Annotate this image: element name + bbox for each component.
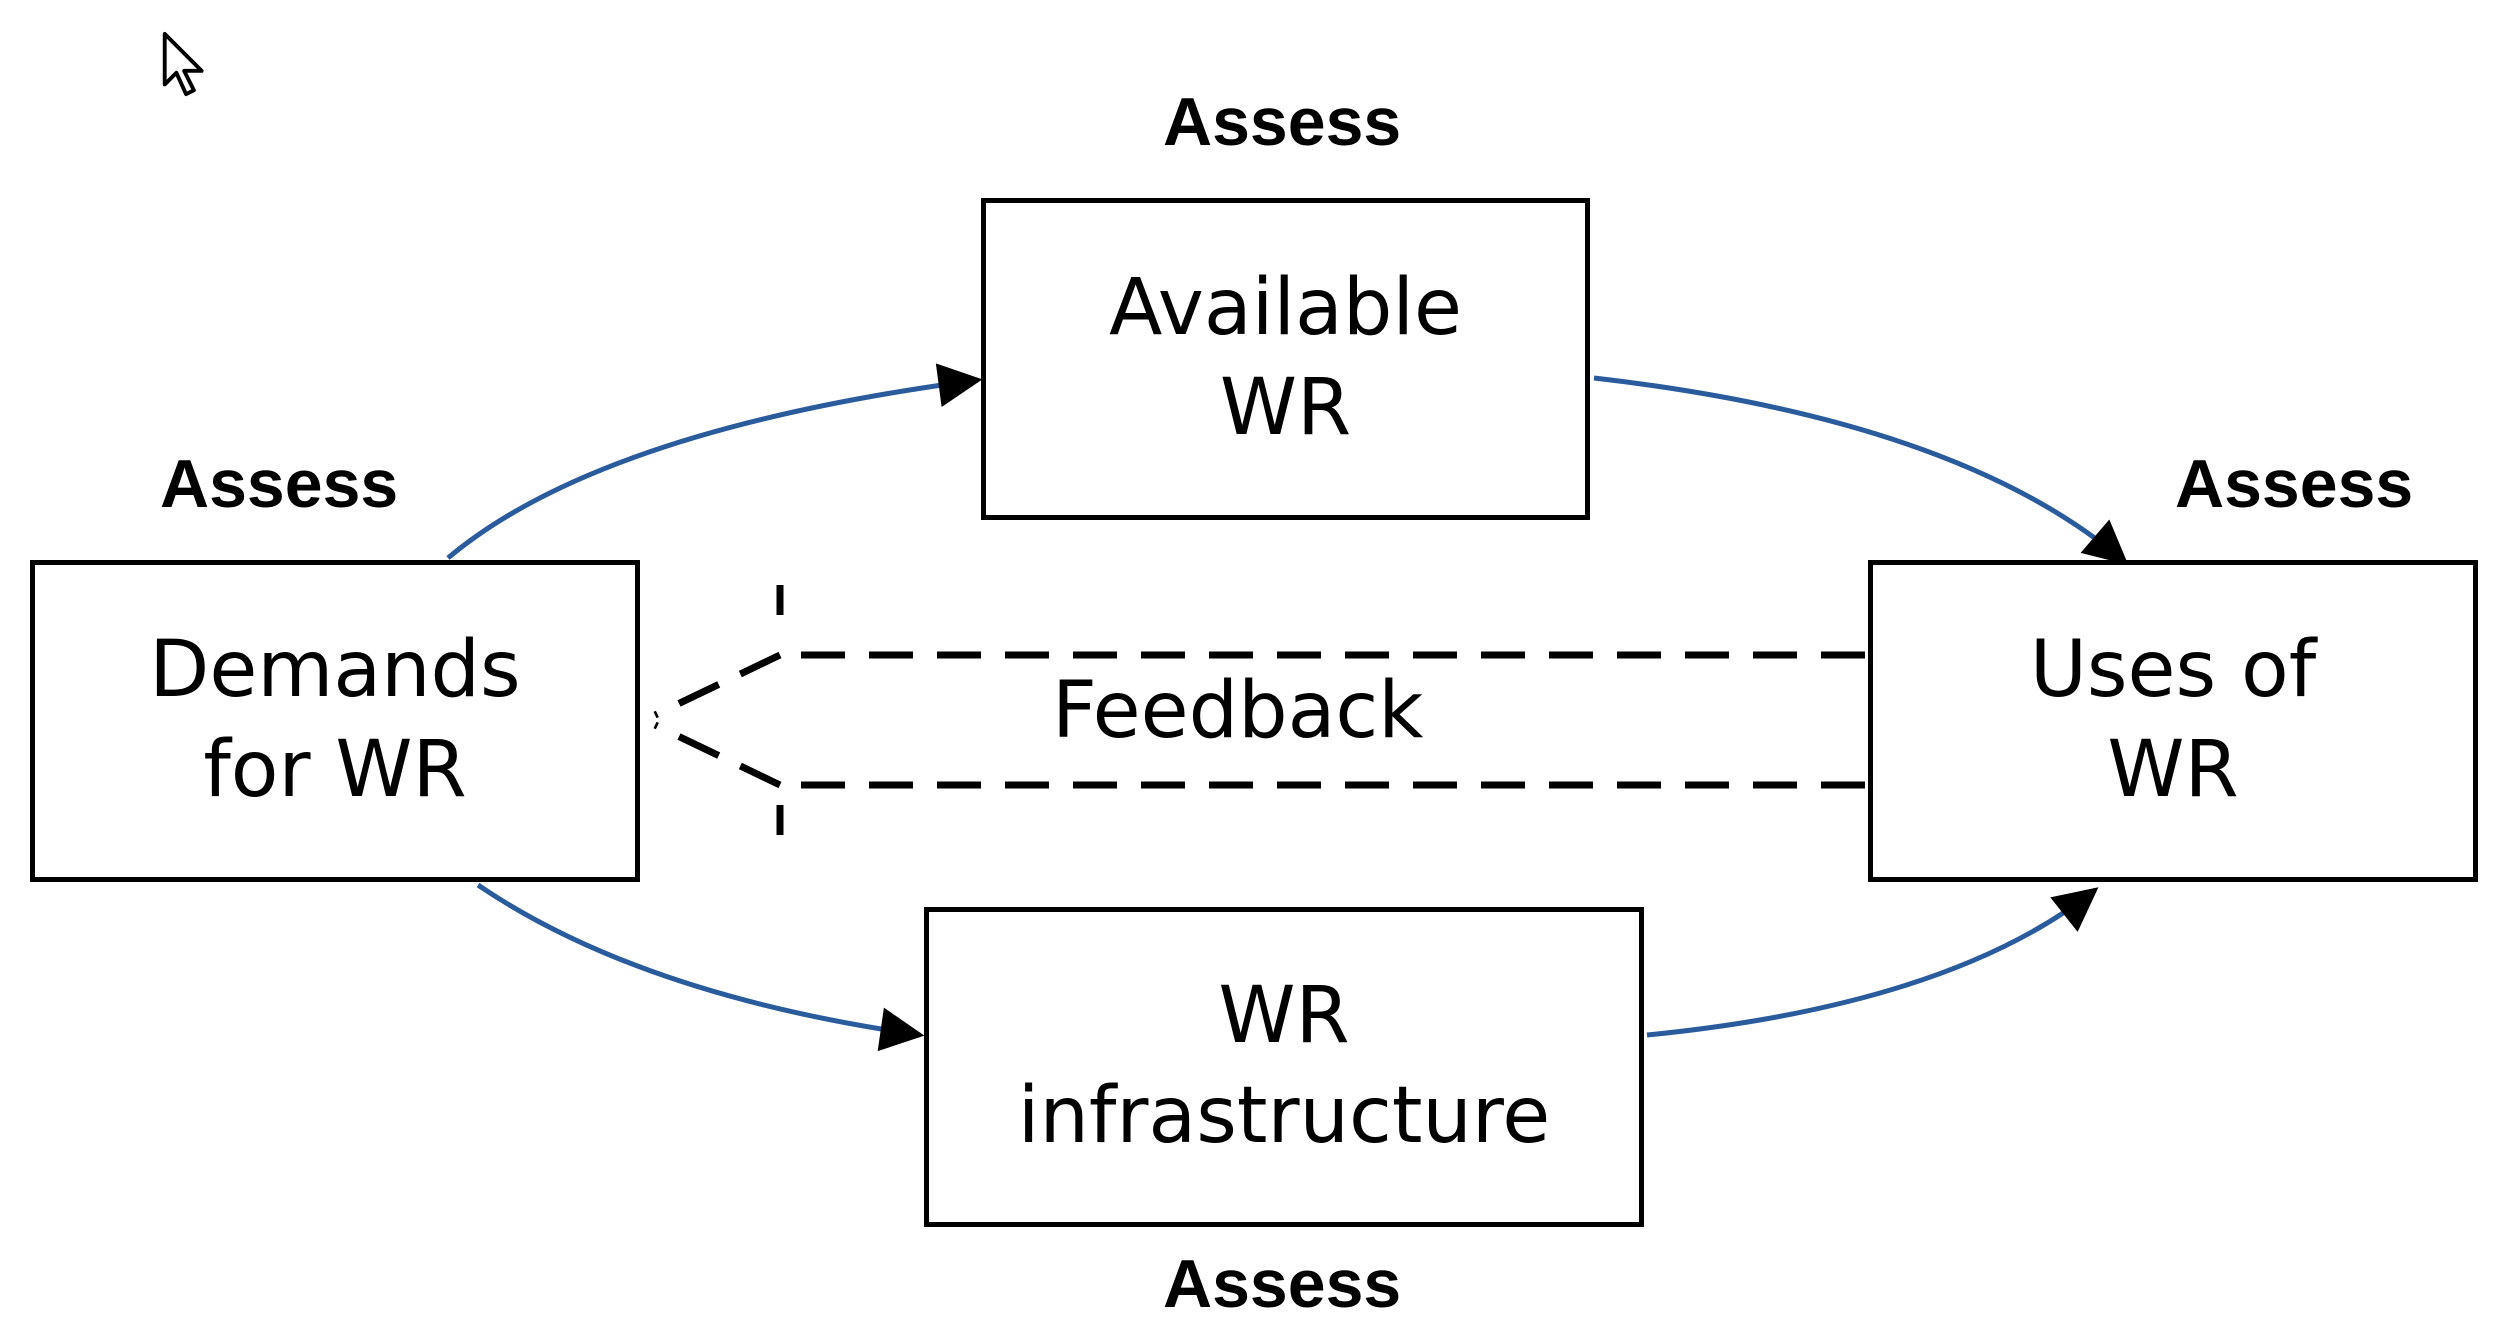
- wr-infrastructure-box: WR infrastructure: [924, 907, 1644, 1227]
- available-wr-line-2: WR: [1219, 363, 1352, 453]
- arrow-infrastructure-to-uses: [1646, 887, 2099, 1038]
- assess-label-bottom: Assess: [1163, 1246, 1402, 1322]
- infrastructure-line-2: infrastructure: [1017, 1071, 1551, 1161]
- uses-line-1: Uses of: [2029, 625, 2317, 716]
- mouse-pointer-icon: [162, 31, 204, 97]
- arrow-demands-to-available: [446, 363, 983, 560]
- arrow-available-to-uses: [1593, 375, 2129, 565]
- demands-line-2: for WR: [203, 725, 467, 815]
- feedback-label: Feedback: [1046, 672, 1430, 750]
- assess-label-top: Assess: [1163, 84, 1402, 160]
- assess-label-left: Assess: [160, 446, 399, 522]
- feedback-dashed-arrows: [653, 651, 1865, 789]
- demands-for-wr-box: Demands for WR: [30, 560, 640, 882]
- uses-of-wr-box: Uses of WR: [1868, 560, 2478, 882]
- arrow-demands-to-infrastructure: [476, 882, 925, 1052]
- demands-line-1: Demands: [149, 625, 521, 716]
- available-wr-line-1: Available: [1108, 263, 1463, 354]
- uses-line-2: WR: [2107, 725, 2239, 815]
- assess-label-right: Assess: [2175, 446, 2414, 522]
- infrastructure-line-1: WR: [1218, 971, 1350, 1062]
- available-wr-box: Available WR: [981, 198, 1590, 520]
